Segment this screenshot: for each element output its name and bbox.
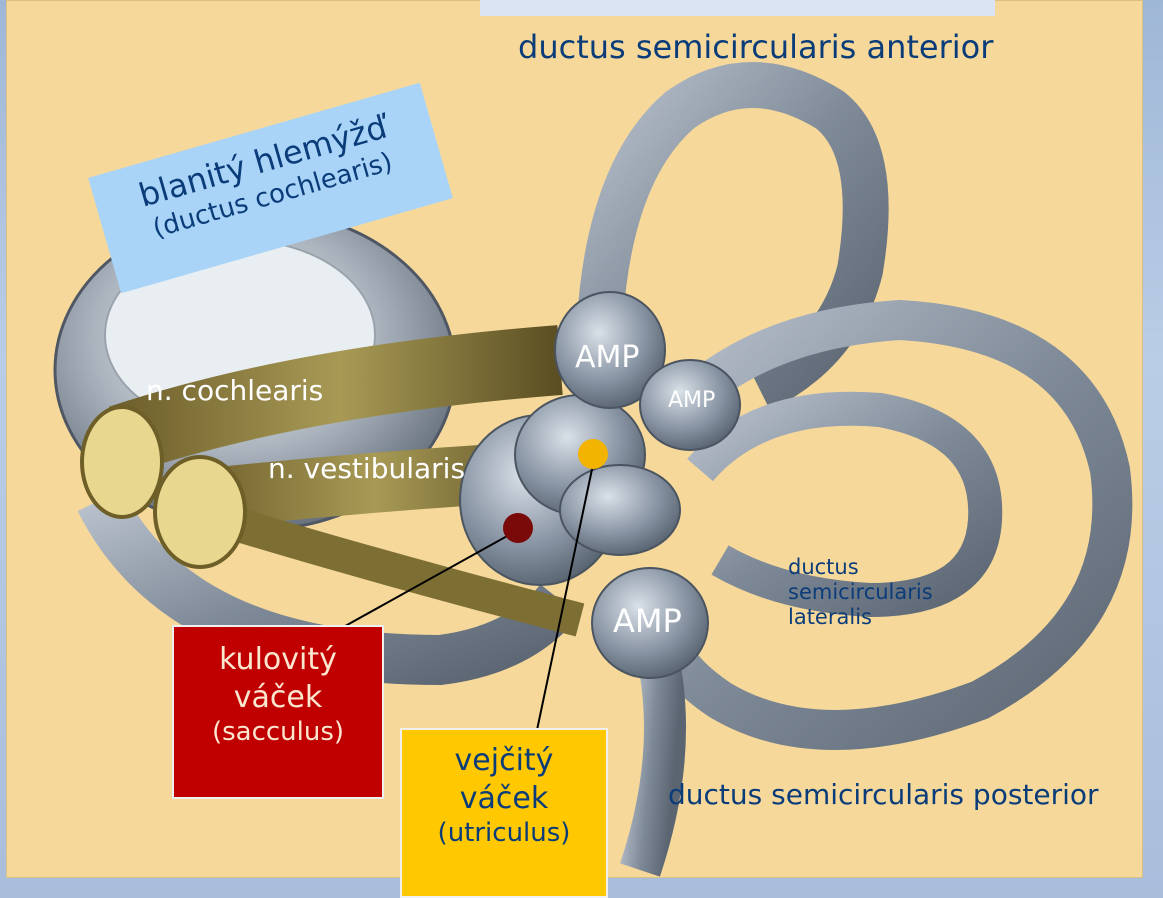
sacculus-label-line1: kulovitý — [174, 641, 382, 679]
n-vestibularis-label: n. vestibularis — [268, 452, 465, 485]
sacculus-dot — [503, 513, 533, 543]
lateral-duct-label-line2: semicircularis — [788, 580, 933, 605]
sacculus-label-line3: (sacculus) — [174, 716, 382, 749]
utriculus-label-line1: vejčitý — [402, 742, 606, 780]
utriculus-dot — [578, 439, 608, 469]
utriculus-label-box: vejčitý váček (utriculus) — [400, 728, 608, 898]
posterior-duct-label: ductus semicircularis posterior — [668, 778, 1099, 811]
anterior-duct-label: ductus semicircularis anterior — [518, 28, 993, 66]
lateral-duct-label: ductus semicircularis lateralis — [788, 555, 933, 631]
amp-label-lower: AMP — [613, 602, 682, 640]
utriculus-label-line2: váček — [402, 780, 606, 818]
n-cochlearis-label: n. cochlearis — [146, 374, 323, 407]
sacculus-label-line2: váček — [174, 679, 382, 717]
utriculus-label-line3: (utriculus) — [402, 817, 606, 850]
lateral-duct-label-line1: ductus — [788, 555, 933, 580]
amp-label-upper: AMP — [575, 340, 640, 375]
amp-label-middle: AMP — [668, 388, 715, 413]
sacculus-label-box: kulovitý váček (sacculus) — [172, 625, 384, 799]
lateral-duct-label-line3: lateralis — [788, 605, 933, 630]
